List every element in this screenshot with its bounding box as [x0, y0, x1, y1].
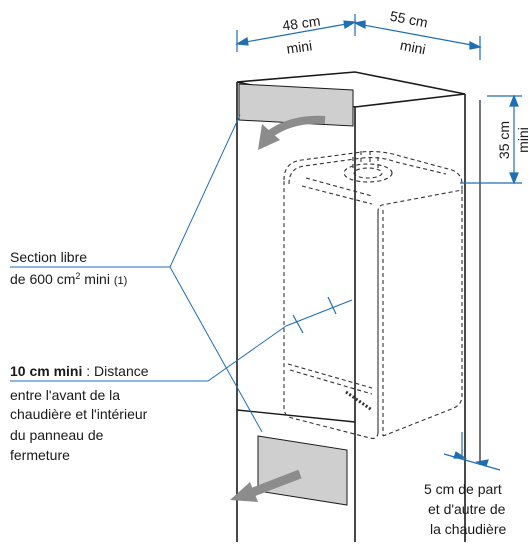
distance-line-3: chaudière et l'intérieur — [10, 406, 148, 422]
upper-vent-panel — [238, 83, 354, 127]
panel-divider — [236, 409, 356, 423]
air-outlet-arrow — [258, 115, 326, 150]
dimension-lines — [235, 14, 522, 471]
width-mini-label: mini — [285, 37, 313, 56]
boiler-base-strip — [345, 390, 373, 412]
side-clearance-line-1: 5 cm de part — [424, 481, 502, 497]
side-clearance-line-2: et d'autre de — [428, 501, 506, 517]
lower-vent-panel — [257, 435, 348, 506]
width-dimension-label: 48 cm — [281, 12, 321, 33]
distance-line-5: fermeture — [10, 447, 70, 463]
height-mini-label: mini — [515, 127, 531, 153]
side-clearance-line-3: la chaudière — [430, 521, 506, 537]
distance-line-4: du panneau de — [10, 427, 104, 443]
distance-line-2: entre l'avant de la — [10, 387, 120, 403]
section-libre-label: Section libre — [10, 249, 87, 265]
distance-heading: 10 cm mini : Distance — [10, 363, 149, 379]
depth-dimension-label: 55 cm — [389, 8, 429, 31]
depth-mini-label: mini — [399, 37, 427, 58]
leader-lines — [10, 114, 287, 433]
air-inlet-arrow — [230, 469, 302, 502]
boiler-outline — [283, 150, 463, 439]
section-area-label: de 600 cm2 mini (1) — [10, 271, 127, 287]
height-dimension-label: 35 cm — [496, 121, 512, 159]
